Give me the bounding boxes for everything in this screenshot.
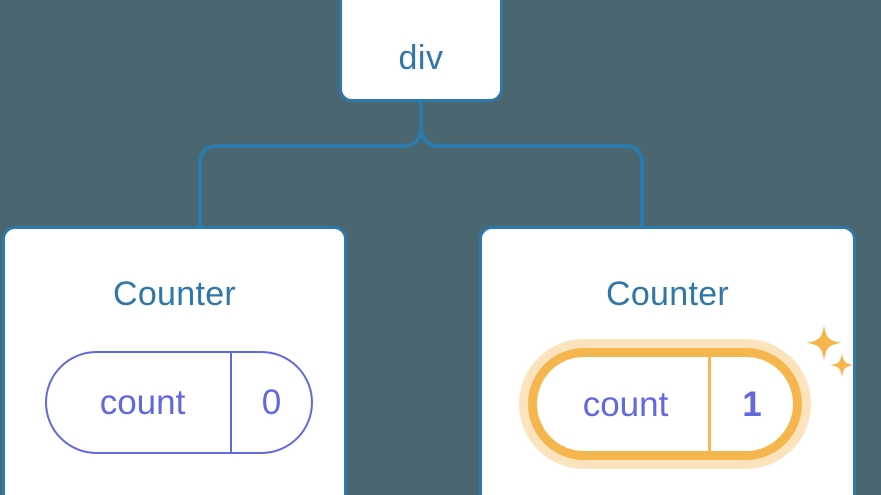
state-pill-left[interactable]: count 0 [45, 351, 313, 454]
state-value-right: 1 [708, 357, 793, 451]
root-node-label: div [398, 39, 444, 77]
state-pill-right-wrapper[interactable]: count 1 [519, 339, 811, 469]
state-key-left: count [99, 383, 186, 422]
counter-left-title: Counter [112, 275, 237, 313]
node-counter-right[interactable]: Counter count 1 [479, 226, 856, 495]
node-root-div[interactable]: div [339, 0, 503, 102]
state-pill-right[interactable]: count 1 [528, 348, 802, 460]
node-counter-left[interactable]: Counter count 0 [2, 226, 347, 495]
sparkle-large-icon [806, 325, 842, 361]
state-value-left: 0 [230, 353, 311, 452]
state-key-right: count [582, 384, 669, 424]
sparkle-small-icon [830, 353, 854, 378]
counter-right-title: Counter [605, 275, 730, 313]
